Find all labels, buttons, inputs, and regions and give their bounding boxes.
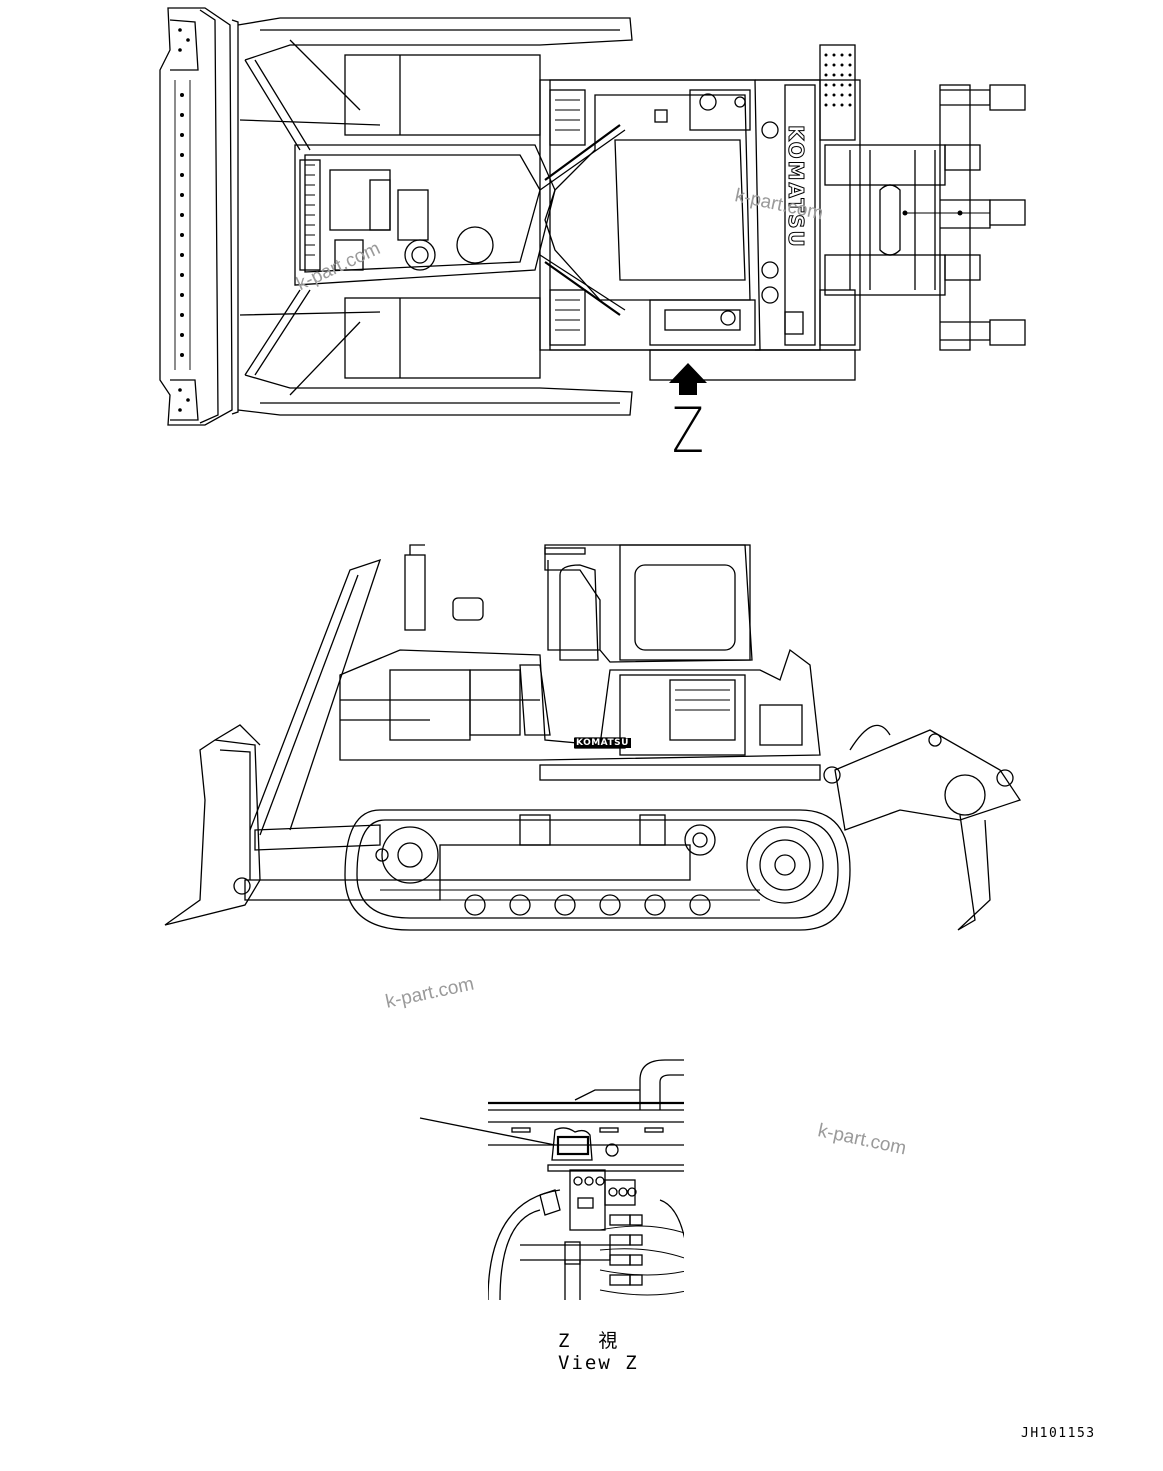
view-z-caption-english: View Z [558,1352,639,1374]
view-z-arrow [669,363,707,395]
view-z-arrow-label: Z [672,394,704,467]
blade-top [159,7,239,426]
brand-logo-side: KOMATSU [574,738,631,748]
drawing-code: JH101153 [1021,1426,1096,1441]
view-z-caption-japanese: Z 視 [558,1330,620,1352]
leader-line [419,1117,556,1146]
